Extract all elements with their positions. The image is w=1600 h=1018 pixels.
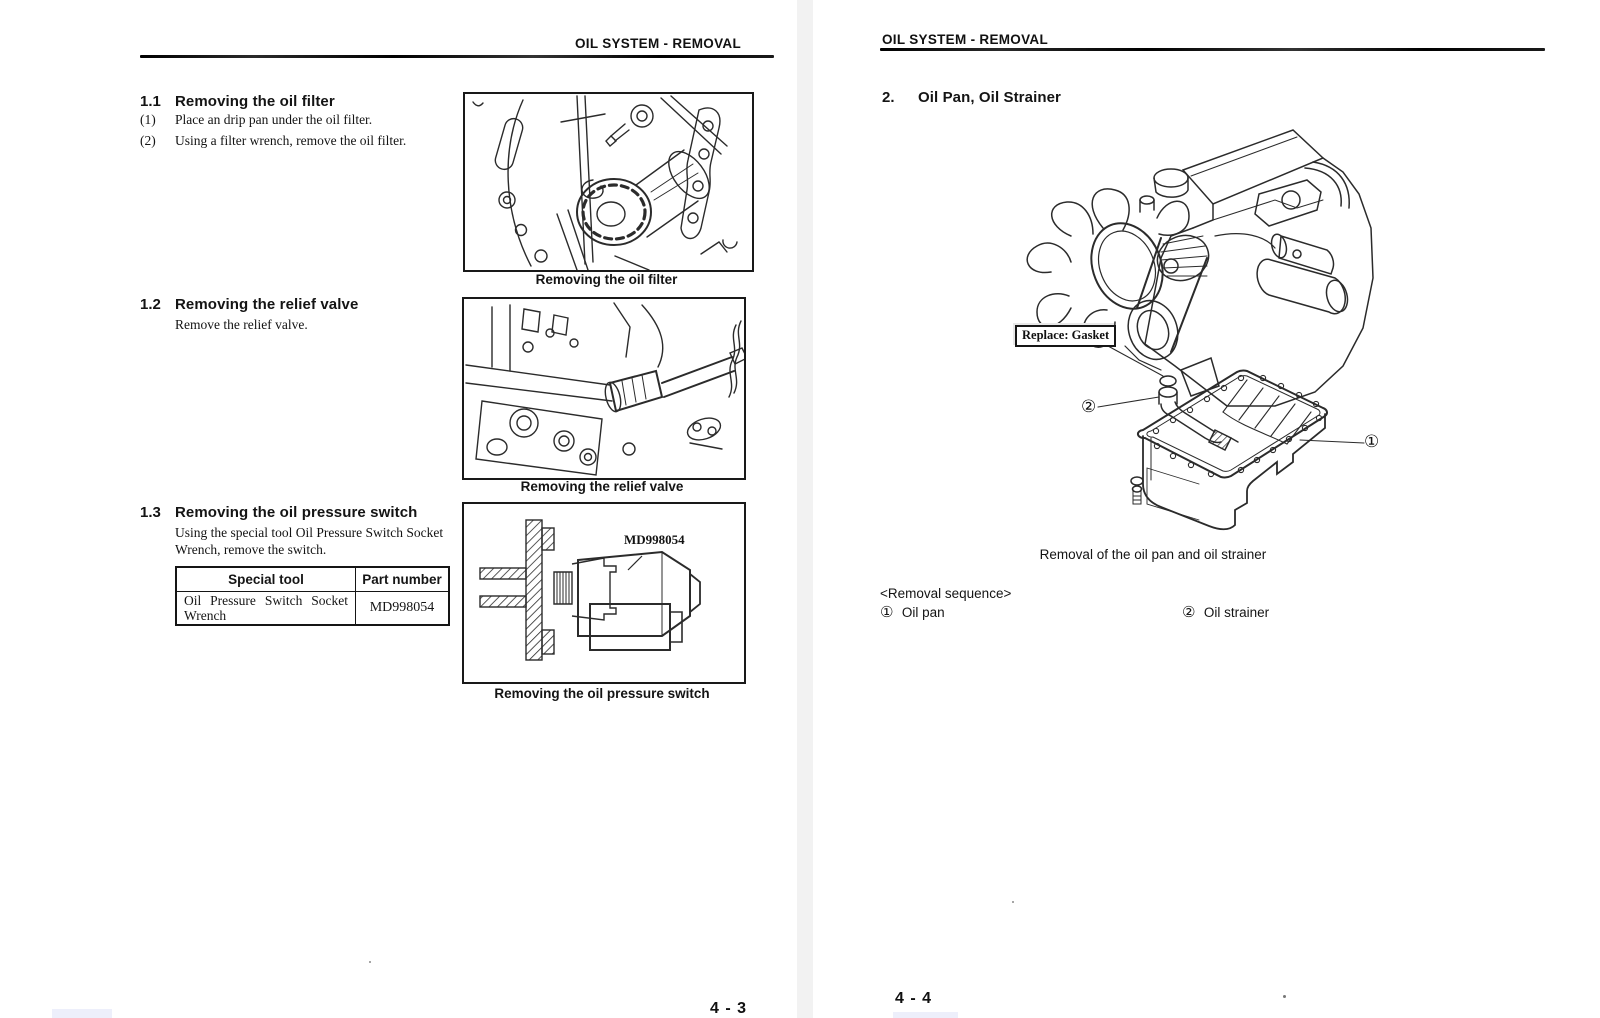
callout-oil-strainer: ② [1081, 397, 1097, 417]
cell-special-tool: Oil Pressure Switch Socket Wrench [175, 591, 356, 626]
right-page-header: OIL SYSTEM - REMOVAL [882, 32, 1049, 47]
left-page-header: OIL SYSTEM - REMOVAL [574, 36, 741, 51]
sequence-label-2: Oil strainer [1203, 605, 1270, 620]
removal-sequence-heading: <Removal sequence> [880, 586, 1012, 601]
engine-drawing [1026, 129, 1374, 407]
oil-pan-drawing [1097, 345, 1365, 531]
scan-artifact-bar [52, 1009, 112, 1018]
table-header-row: Special tool Part number [175, 566, 450, 592]
section-1-3-number: 1.3 [140, 504, 161, 521]
replace-gasket-label: Replace: Gasket [1015, 325, 1117, 347]
section-1-1-title: Removing the oil filter [175, 93, 335, 110]
starter-drawing [1256, 233, 1349, 315]
step-1-marker: (1) [140, 112, 156, 127]
section-1-3-body: Using the special tool Oil Pressure Swit… [175, 525, 444, 557]
engine-oil-pan-drawing [1026, 129, 1374, 531]
scan-artifact-bar [893, 1012, 958, 1018]
right-header-rule [880, 48, 1545, 51]
section-2-number: 2. [882, 89, 895, 106]
special-tool-table: Special tool Part number Oil Pressure Sw… [175, 566, 450, 626]
col-header-special-tool: Special tool [175, 566, 356, 592]
figure-relief-valve-caption: Removing the relief valve [520, 479, 684, 494]
scan-speck [1283, 995, 1286, 998]
part-number-label: MD998054 [624, 532, 685, 547]
oil-filter-drawing [472, 95, 738, 270]
right-page-number: 4 - 4 [895, 990, 933, 1007]
figure-relief-valve [462, 297, 746, 480]
cell-part-number: MD998054 [355, 591, 450, 626]
section-1-1-number: 1.1 [140, 93, 161, 110]
scan-speck [369, 961, 371, 963]
sequence-marker-1: ① [880, 603, 894, 621]
figure-oil-filter [463, 92, 754, 272]
section-1-3-title: Removing the oil pressure switch [175, 504, 418, 521]
callout-oil-pan: ① [1364, 432, 1380, 452]
relief-valve-drawing [465, 302, 744, 476]
sequence-item-oil-pan: ① Oil pan [880, 604, 945, 622]
section-1-2-title: Removing the relief valve [175, 296, 359, 313]
page-gutter [797, 0, 813, 1018]
oil-pressure-switch-drawing [479, 519, 701, 661]
step-2-text: Using a filter wrench, remove the oil fi… [175, 133, 407, 148]
step-2-marker: (2) [140, 133, 156, 148]
scan-speck [1012, 901, 1014, 903]
figure-oil-pressure-switch-caption: Removing the oil pressure switch [494, 686, 710, 701]
section-1-2-number: 1.2 [140, 296, 161, 313]
step-1-text: Place an drip pan under the oil filter. [175, 112, 373, 127]
figure-oil-pan-caption: Removal of the oil pan and oil strainer [1039, 547, 1267, 562]
sequence-item-oil-strainer: ② Oil strainer [1182, 604, 1269, 622]
figure-oil-pressure-switch: MD998054 [462, 502, 746, 684]
left-header-rule [140, 55, 774, 58]
col-header-part-number: Part number [355, 566, 450, 592]
sequence-marker-2: ② [1182, 603, 1196, 621]
table-row: Oil Pressure Switch Socket Wrench MD9980… [175, 591, 450, 626]
right-page: OIL SYSTEM - REMOVAL 2. Oil Pan, Oil Str… [813, 0, 1600, 1018]
section-2-title: Oil Pan, Oil Strainer [918, 89, 1061, 106]
figure-oil-filter-caption: Removing the oil filter [535, 272, 678, 287]
left-page-number: 4 - 3 [710, 1000, 748, 1017]
fan-drawing [1026, 188, 1190, 348]
sequence-label-1: Oil pan [901, 605, 945, 620]
section-1-2-body: Remove the relief valve. [175, 317, 308, 332]
left-page: OIL SYSTEM - REMOVAL 1.1 Removing the oi… [0, 0, 797, 1018]
